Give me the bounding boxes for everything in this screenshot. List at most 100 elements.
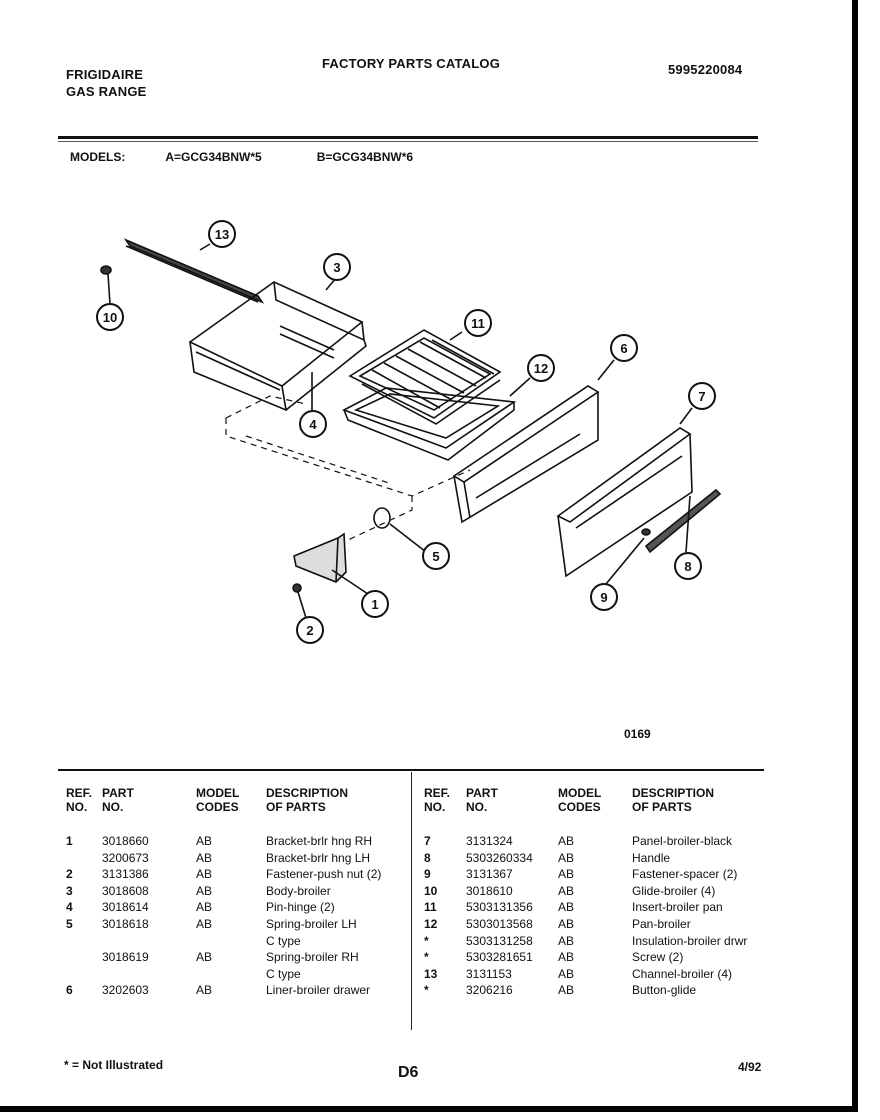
callout-13: 13: [215, 227, 229, 242]
product-type: GAS RANGE: [66, 84, 147, 99]
part-number-cell: 3018608: [102, 883, 149, 898]
part-number-cell: 5303131258: [466, 933, 533, 948]
part-number-cell: 3131367: [466, 867, 513, 882]
part-number-cell: 5303131356: [466, 900, 533, 915]
glide-broiler-part: [100, 265, 112, 305]
part-number-cell: 5303013568: [466, 916, 533, 931]
ref-cell: 13: [424, 966, 438, 981]
table-row: C type: [66, 934, 406, 951]
ref-cell: *: [424, 983, 429, 998]
header-rule: [58, 136, 758, 139]
model-code-cell: AB: [558, 966, 575, 981]
header-part: PART: [102, 786, 134, 800]
figure-code: 0169: [624, 727, 651, 741]
model-code-cell: AB: [196, 950, 213, 965]
table-row: 3 3018608 AB Body-broiler: [66, 884, 406, 901]
ref-cell: 4: [66, 900, 73, 915]
ref-cell: 5: [66, 916, 73, 931]
model-code-cell: AB: [558, 983, 575, 998]
ref-cell: *: [424, 933, 429, 948]
description-cell: Glide-broiler (4): [632, 883, 716, 898]
model-code-cell: AB: [558, 916, 575, 931]
ref-cell: 8: [424, 850, 431, 865]
callout-7: 7: [698, 389, 705, 404]
spring-broiler-part: [373, 507, 427, 553]
part-number-cell: 3131386: [102, 867, 149, 882]
model-a: A=GCG34BNW*5: [165, 150, 262, 164]
callout-5: 5: [432, 549, 439, 564]
description-cell: Channel-broiler (4): [632, 966, 733, 981]
part-number-cell: 3200673: [102, 850, 149, 865]
callout-9: 9: [600, 590, 607, 605]
model-code-cell: AB: [196, 850, 213, 865]
description-cell: C type: [266, 933, 301, 948]
description-cell: Pan-broiler: [632, 916, 691, 931]
channel-broiler-part: [123, 238, 265, 304]
part-number-cell: 5303281651: [466, 950, 533, 965]
footnote: * = Not Illustrated: [64, 1058, 164, 1072]
header-model: MODEL: [196, 786, 240, 800]
pan-broiler-part: [342, 387, 517, 461]
model-code-cell: AB: [558, 850, 575, 865]
callout-3: 3: [333, 260, 340, 275]
callout-10: 10: [103, 310, 117, 325]
document-number: 5995220084: [668, 62, 743, 77]
model-code-cell: AB: [558, 834, 575, 848]
description-cell: Screw (2): [632, 950, 684, 965]
header-desc: DESCRIPTION: [632, 786, 715, 800]
part-number-cell: 3131153: [466, 966, 512, 981]
ref-cell: 9: [424, 867, 431, 882]
table-row: 9 3131367 AB Fastener-spacer (2): [424, 867, 764, 884]
model-code-cell: AB: [558, 933, 575, 948]
part-number-cell: 3202603: [102, 983, 149, 998]
ref-cell: 3: [66, 883, 73, 898]
part-number-cell: 3131324: [466, 834, 513, 848]
ref-cell: 10: [424, 883, 438, 898]
liner-broiler-drawer-part: [452, 385, 600, 524]
part-number-cell: 3018619: [102, 950, 149, 965]
model-code-cell: AB: [558, 867, 575, 882]
revision-date: 4/92: [738, 1060, 762, 1074]
model-code-cell: AB: [196, 883, 213, 898]
models-line: MODELS: A=GCG34BNW*5 B=GCG34BNW*6: [70, 150, 413, 164]
model-code-cell: AB: [196, 867, 213, 882]
description-cell: Fastener-spacer (2): [632, 867, 738, 882]
part-number-cell: 3018614: [102, 900, 149, 915]
push-nut-part: [292, 583, 307, 619]
callout-group: [96, 220, 716, 644]
callout-8: 8: [684, 559, 691, 574]
description-cell: Spring-broiler RH: [266, 950, 359, 965]
description-cell: Fastener-push nut (2): [266, 867, 382, 882]
ref-cell: 1: [66, 834, 73, 848]
table-row: 12 5303013568 AB Pan-broiler: [424, 917, 764, 934]
header-desc: DESCRIPTION: [266, 786, 349, 800]
callout-12: 12: [534, 361, 548, 376]
model-code-cell: AB: [196, 916, 213, 931]
ref-cell: 12: [424, 916, 438, 931]
description-cell: Insert-broiler pan: [632, 900, 723, 915]
description-cell: Pin-hinge (2): [266, 900, 335, 915]
table-row: C type: [66, 967, 406, 984]
part-number-cell: 3018618: [102, 916, 149, 931]
page-number: D6: [398, 1064, 419, 1081]
ref-cell: 7: [424, 834, 431, 848]
description-cell: Body-broiler: [266, 883, 331, 898]
model-code-cell: AB: [558, 883, 575, 898]
table-row: 13 3131153 AB Channel-broiler (4): [424, 967, 764, 984]
fastener-spacer-part: [641, 528, 651, 536]
page-frame: [0, 0, 858, 1112]
table-row: 3018619 AB Spring-broiler RH: [66, 950, 406, 967]
table-divider: [411, 772, 412, 1030]
callout-11: 11: [471, 316, 485, 331]
